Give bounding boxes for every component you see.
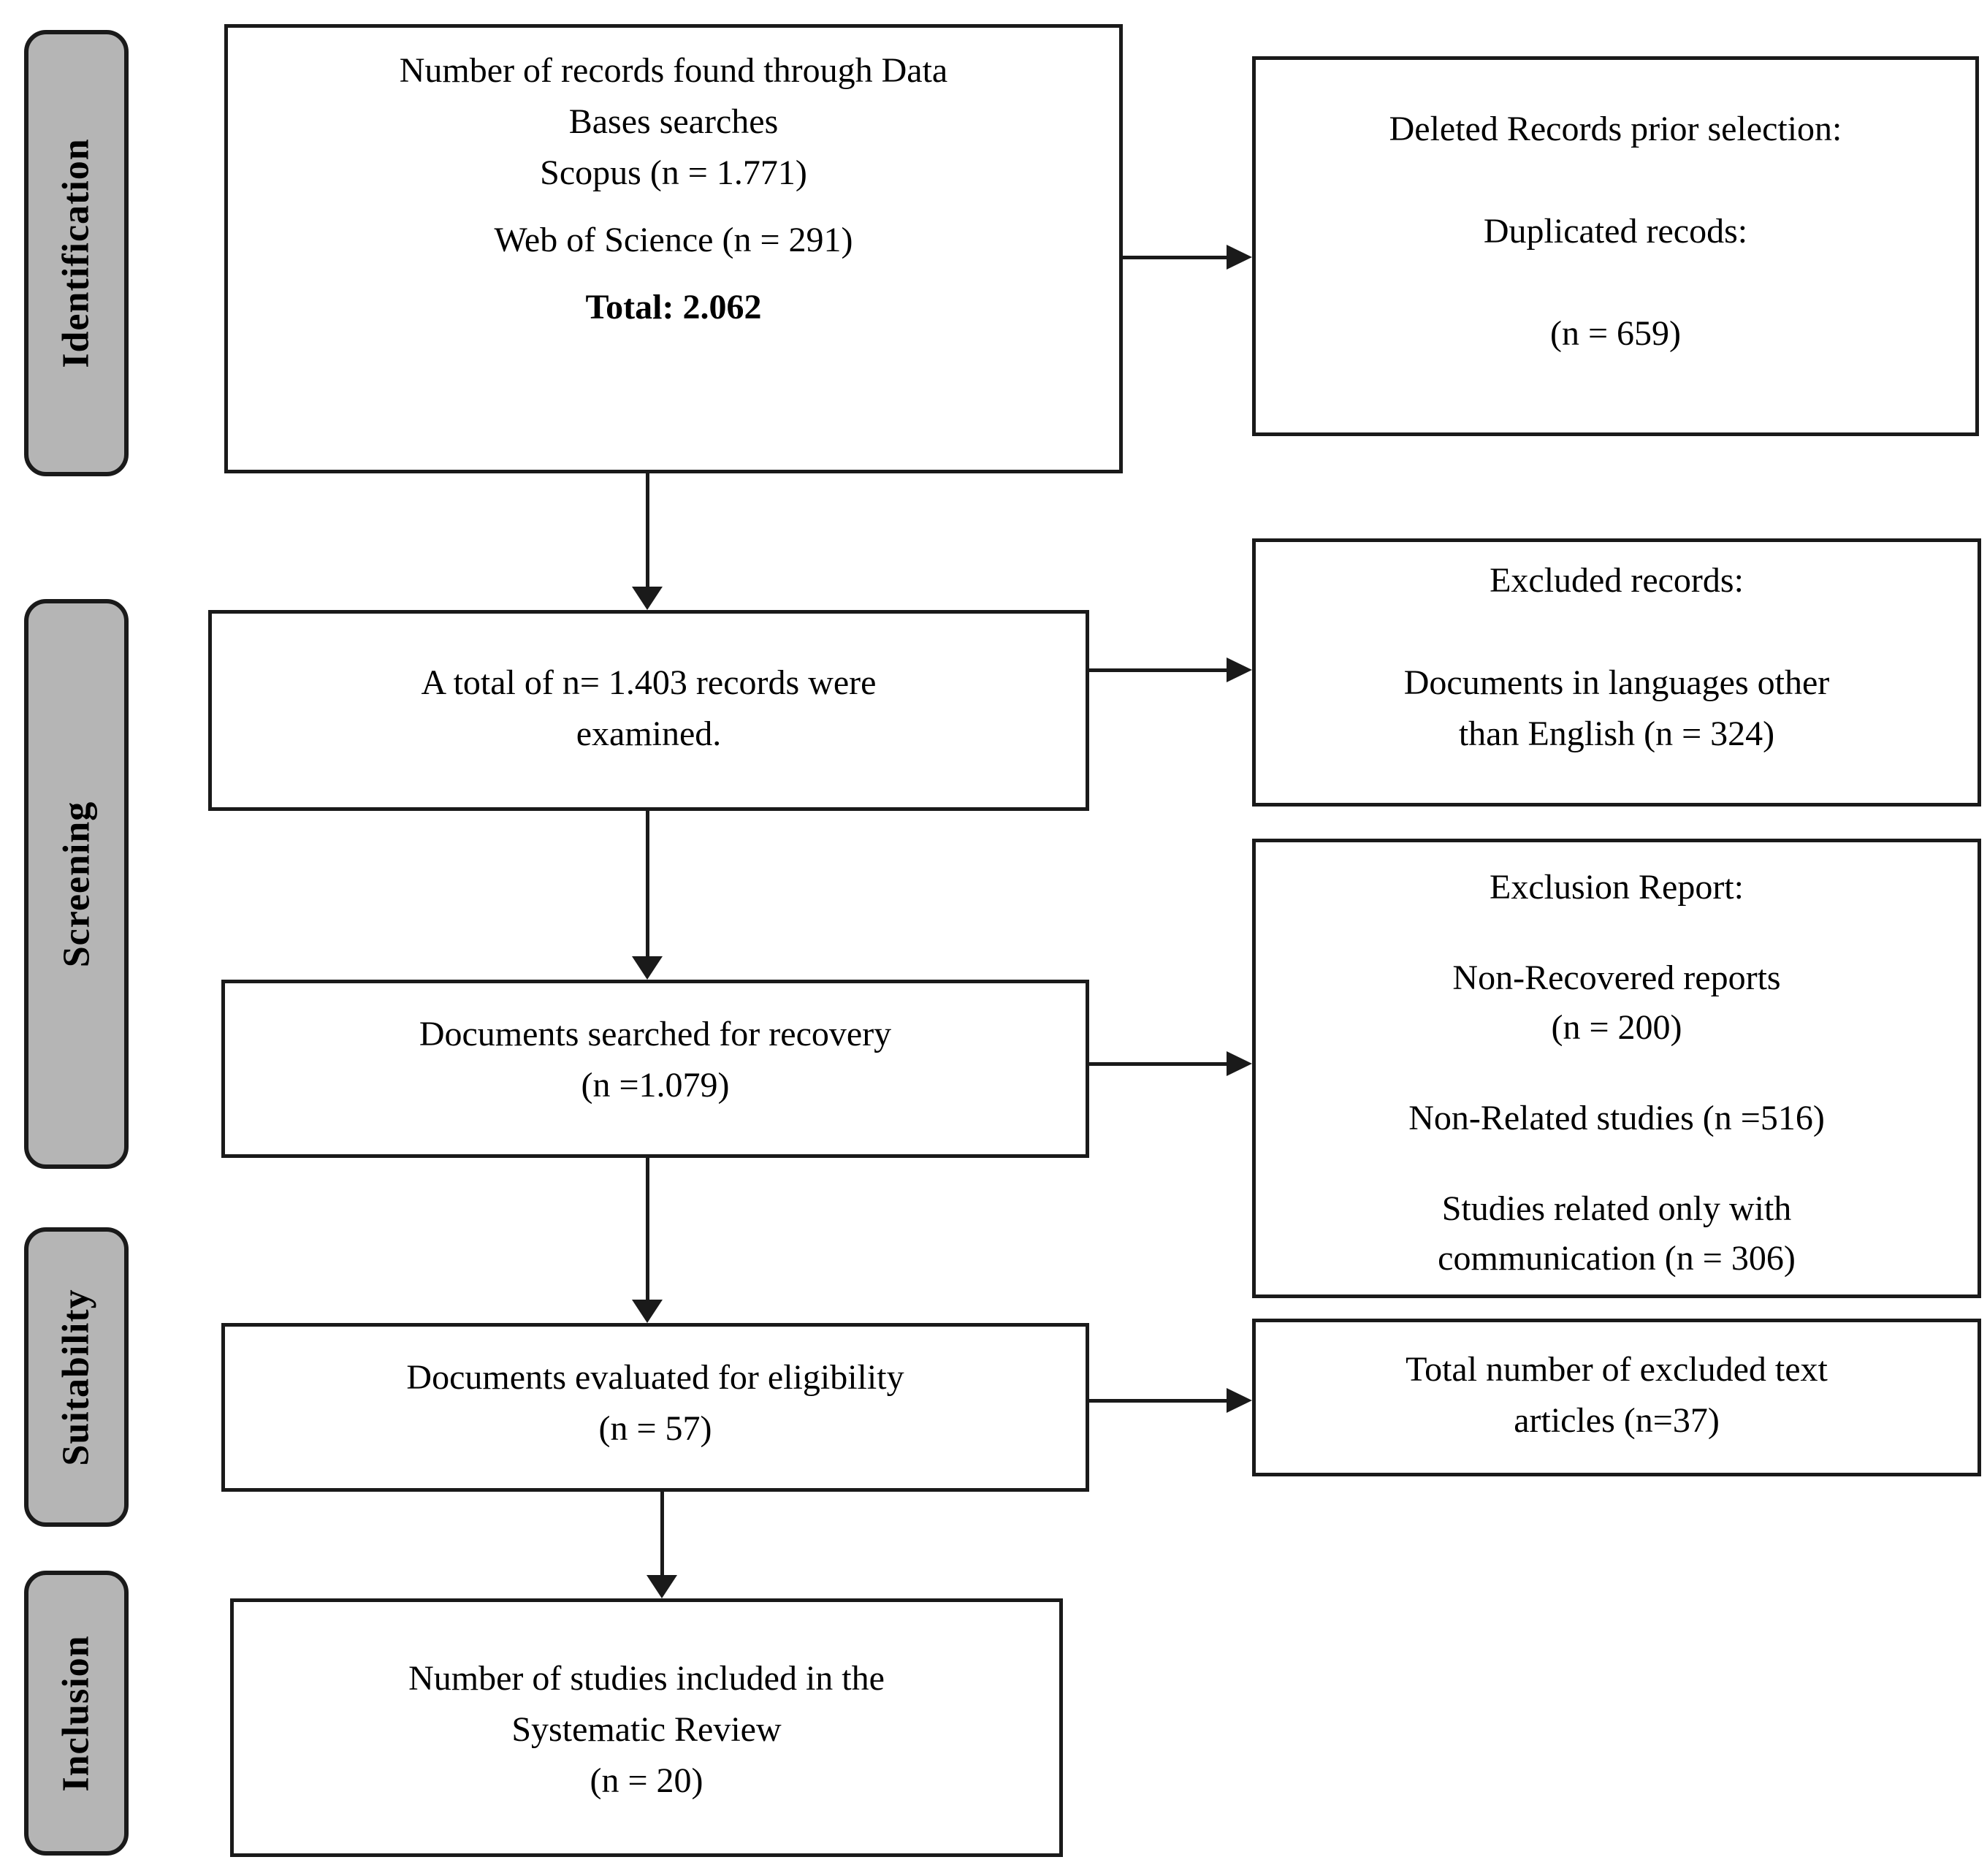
down-arrow-4 bbox=[646, 1492, 678, 1598]
records-found-scopus: Scopus (n = 1.771) bbox=[540, 153, 807, 192]
records-found-line-1: Number of records found through Data bbox=[399, 51, 948, 90]
stage-identification-label: Identification bbox=[56, 138, 98, 368]
arrow-line bbox=[660, 1492, 664, 1576]
arrow-head-icon bbox=[1227, 245, 1252, 270]
recovery-line-1: Documents searched for recovery bbox=[419, 1015, 892, 1053]
right-arrow-2 bbox=[1089, 654, 1252, 686]
arrow-head-icon bbox=[1227, 1388, 1252, 1413]
arrow-line bbox=[1089, 668, 1228, 672]
arrow-head-icon bbox=[647, 1575, 677, 1598]
box-deleted-records: Deleted Records prior selection: Duplica… bbox=[1252, 56, 1979, 436]
records-found-wos: Web of Science (n = 291) bbox=[494, 221, 853, 259]
arrow-line bbox=[1089, 1062, 1228, 1066]
stage-suitability-label: Suitability bbox=[56, 1288, 97, 1466]
arrow-head-icon bbox=[632, 956, 663, 980]
box-studies-included: Number of studies included in the System… bbox=[230, 1598, 1063, 1857]
exclusion-non-related: Non-Related studies (n =516) bbox=[1408, 1099, 1825, 1137]
included-line-2: Systematic Review bbox=[511, 1710, 782, 1749]
deleted-count: (n = 659) bbox=[1549, 314, 1682, 353]
records-found-line-2: Bases searches bbox=[568, 102, 779, 141]
stage-suitability: Suitability bbox=[24, 1227, 129, 1527]
records-examined-line-2: examined. bbox=[576, 714, 722, 753]
excluded-line-1: Documents in languages other bbox=[1403, 663, 1830, 702]
exclusion-non-recovered-count: (n = 200) bbox=[1551, 1008, 1682, 1047]
right-arrow-1 bbox=[1123, 241, 1252, 273]
excluded-text-line-2: articles (n=37) bbox=[1514, 1401, 1720, 1440]
excluded-text-line-1: Total number of excluded text bbox=[1406, 1350, 1828, 1389]
stage-identification: Identification bbox=[24, 30, 129, 476]
arrow-head-icon bbox=[632, 587, 663, 610]
deleted-header: Deleted Records prior selection: bbox=[1389, 110, 1842, 148]
box-excluded-text-articles: Total number of excluded text articles (… bbox=[1252, 1319, 1981, 1476]
right-arrow-4 bbox=[1089, 1384, 1252, 1416]
arrow-head-icon bbox=[1227, 657, 1252, 682]
exclusion-report-header: Exclusion Report: bbox=[1490, 868, 1744, 907]
eligibility-count: (n = 57) bbox=[598, 1409, 712, 1448]
exclusion-non-recovered: Non-Recovered reports bbox=[1452, 958, 1781, 997]
stage-screening: Screening bbox=[24, 599, 129, 1169]
down-arrow-2 bbox=[631, 811, 663, 980]
excluded-header: Excluded records: bbox=[1490, 561, 1744, 600]
box-records-found: Number of records found through Data Bas… bbox=[224, 24, 1123, 473]
arrow-line bbox=[1089, 1399, 1228, 1403]
box-searched-for-recovery: Documents searched for recovery (n =1.07… bbox=[221, 980, 1089, 1158]
down-arrow-3 bbox=[631, 1158, 663, 1323]
arrow-head-icon bbox=[632, 1300, 663, 1323]
arrow-head-icon bbox=[1227, 1051, 1252, 1076]
arrow-line bbox=[646, 473, 649, 588]
arrow-line bbox=[646, 1158, 649, 1301]
stage-screening-label: Screening bbox=[56, 801, 97, 967]
box-exclusion-report: Exclusion Report: Non-Recovered reports … bbox=[1252, 839, 1981, 1298]
deleted-duplicated: Duplicated recods: bbox=[1483, 212, 1748, 251]
included-line-1: Number of studies included in the bbox=[408, 1659, 885, 1698]
recovery-count: (n =1.079) bbox=[581, 1066, 730, 1105]
stage-inclusion: Inclusion bbox=[24, 1571, 129, 1856]
excluded-line-2: than English (n = 324) bbox=[1458, 714, 1775, 753]
down-arrow-1 bbox=[631, 473, 663, 610]
included-count: (n = 20) bbox=[590, 1761, 703, 1800]
arrow-line bbox=[646, 811, 649, 958]
box-excluded-records: Excluded records: Documents in languages… bbox=[1252, 538, 1981, 807]
right-arrow-3 bbox=[1089, 1048, 1252, 1080]
records-found-total: Total: 2.062 bbox=[585, 288, 762, 327]
exclusion-communication-2: communication (n = 306) bbox=[1438, 1239, 1796, 1278]
arrow-line bbox=[1123, 256, 1228, 259]
box-evaluated-for-eligibility: Documents evaluated for eligibility (n =… bbox=[221, 1323, 1089, 1492]
records-examined-line-1: A total of n= 1.403 records were bbox=[421, 663, 877, 702]
box-records-examined: A total of n= 1.403 records were examine… bbox=[208, 610, 1089, 811]
eligibility-line-1: Documents evaluated for eligibility bbox=[406, 1358, 904, 1397]
exclusion-communication-1: Studies related only with bbox=[1441, 1189, 1792, 1228]
stage-inclusion-label: Inclusion bbox=[56, 1634, 97, 1792]
